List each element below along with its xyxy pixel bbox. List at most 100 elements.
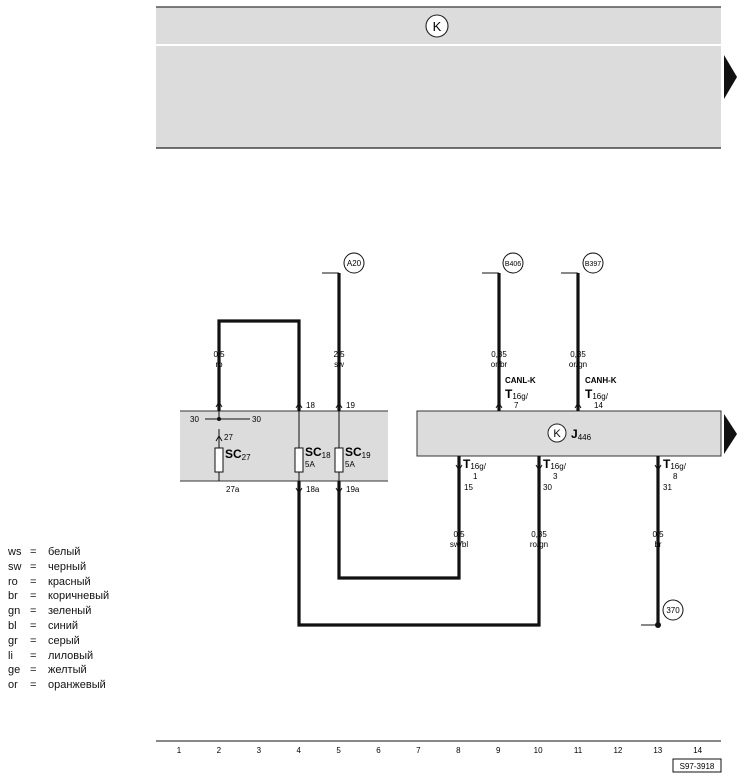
- connector-b397-label: B397: [585, 261, 601, 268]
- ruler-number: 5: [336, 746, 341, 755]
- ruler-number: 13: [653, 746, 662, 755]
- pin-t1-number: 1: [473, 472, 478, 481]
- legend-code: br: [8, 590, 18, 603]
- pin-arrows: [215, 401, 662, 494]
- wire-18a-to-30[interactable]: [297, 456, 541, 627]
- pin-t3-ext: 30: [543, 483, 552, 492]
- ruler-number: 3: [257, 746, 262, 755]
- legend-row: li=лиловый: [8, 649, 109, 664]
- fuse-sc19-label: SC19: [345, 445, 371, 460]
- fuse-sc18-pin-in: 18: [306, 401, 315, 410]
- continue-right-arrow-icon[interactable]: [724, 55, 737, 99]
- wire-sw-size: 2,5: [333, 350, 345, 359]
- wire-swbl-color: sw/bl: [450, 540, 468, 549]
- connector-references: A20 B406 B397 370: [343, 252, 684, 621]
- module-background: [416, 410, 722, 457]
- module-name: J446: [571, 427, 592, 442]
- legend-code: bl: [8, 619, 17, 632]
- pin-t3-conn: T16g/: [543, 457, 567, 471]
- arrow-t1: [455, 464, 463, 471]
- wire-swbl-size: 0,5: [453, 530, 465, 539]
- ruler-number: 14: [693, 746, 702, 755]
- legend-row: or=оранжевый: [8, 678, 109, 693]
- wire-sw-color: sw: [334, 360, 344, 369]
- pin-canl-number: 7: [514, 401, 519, 410]
- pin-t1-conn: T16g/: [463, 457, 487, 471]
- legend-equals: =: [30, 575, 37, 588]
- wires: [217, 273, 660, 627]
- legend-code: ge: [8, 664, 21, 677]
- fuse-sc18-icon[interactable]: [294, 447, 304, 473]
- wire-orbr-size: 0,35: [491, 350, 507, 359]
- fuse-sc19-pin-in: 19: [346, 401, 355, 410]
- ruler-number: 12: [613, 746, 622, 755]
- ruler-number: 2: [217, 746, 222, 755]
- wire-ro-loop[interactable]: [217, 319, 301, 411]
- pin-t1-ext: 15: [464, 483, 473, 492]
- bus-30-label-right: 30: [252, 415, 261, 424]
- legend-color-name: черный: [48, 560, 87, 573]
- ruler-number: 7: [416, 746, 421, 755]
- wire-orbr-color: or/br: [491, 360, 508, 369]
- wire-19a-to-15[interactable]: [337, 456, 461, 580]
- fuse-sc18-label: SC18: [305, 445, 331, 460]
- ruler-number: 1: [177, 746, 182, 755]
- arrow-30: [215, 401, 223, 408]
- header-band: K: [156, 6, 737, 149]
- legend-color-name: серый: [48, 634, 80, 647]
- wire-br-color: br: [654, 540, 661, 549]
- legend-color-name: белый: [48, 546, 81, 558]
- header-k-symbol-icon: [425, 14, 449, 38]
- arrow-t3: [535, 464, 543, 471]
- legend-equals: =: [30, 590, 37, 603]
- wire-ro-size: 0,5: [213, 350, 225, 359]
- module-k-symbol-icon: [547, 423, 567, 443]
- fuse-sc27-pin-in: 27: [224, 433, 233, 442]
- fuse-sc19-pin-out: 19a: [346, 485, 360, 494]
- legend-row: bl=синий: [8, 619, 109, 634]
- pin-canl-conn: T16g/: [505, 387, 529, 401]
- module-continue-arrow-icon[interactable]: [724, 414, 737, 454]
- header-k-letter: K: [433, 19, 442, 34]
- legend-equals: =: [30, 634, 37, 647]
- wire-br-size: 0,5: [652, 530, 664, 539]
- legend-color-name: зеленый: [48, 605, 92, 618]
- ground-junction-dot: [655, 622, 661, 628]
- pin-t8-conn: T16g/: [663, 457, 687, 471]
- legend-color-name: лиловый: [48, 649, 94, 662]
- fuse-sc18-pin-out: 18a: [306, 485, 320, 494]
- legend-code: gr: [8, 634, 18, 647]
- legend-code: sw: [8, 560, 22, 573]
- legend-code: ws: [8, 546, 22, 558]
- legend-row: gr = серый: [8, 634, 109, 649]
- connector-b397-icon[interactable]: [582, 252, 604, 274]
- legend-color-name: оранжевый: [48, 679, 106, 692]
- fuse-sc27-label: SC27: [225, 447, 251, 462]
- arrow-18: [295, 402, 303, 409]
- legend-code: or: [8, 679, 18, 692]
- legend-equals: =: [30, 664, 37, 677]
- connector-a20-icon[interactable]: [343, 252, 365, 274]
- arrow-18a: [295, 487, 303, 494]
- legend-row: ge=желтый: [8, 663, 109, 678]
- fuse-sc27-icon[interactable]: [214, 447, 224, 473]
- legend-color-name: коричневый: [48, 590, 110, 603]
- wire-organ-color: or/gn: [569, 360, 587, 369]
- connector-b406-icon[interactable]: [502, 252, 524, 274]
- fuses: SC27 27 27a SC18 5A 18 18a SC19 5A 19 19…: [214, 401, 371, 494]
- legend-equals: =: [30, 649, 37, 662]
- fuse-sc19-icon[interactable]: [334, 447, 344, 473]
- legend-color-name: красный: [48, 575, 91, 588]
- pin-canh-signal: CANH-K: [585, 376, 617, 385]
- fuse-sc27-pin-out: 27a: [226, 485, 240, 494]
- legend-row: ro=красный: [8, 575, 109, 590]
- figure-id: S97-3918: [680, 762, 715, 771]
- legend-equals: =: [30, 546, 37, 558]
- ruler-number: 10: [534, 746, 543, 755]
- wire-labels: 0,5 ro 2,5 sw 0,35 or/br 0,35 or/gn 0,5 …: [213, 350, 664, 549]
- connector-370-icon[interactable]: [662, 599, 684, 621]
- wire-rogn-color: ro/gn: [530, 540, 548, 549]
